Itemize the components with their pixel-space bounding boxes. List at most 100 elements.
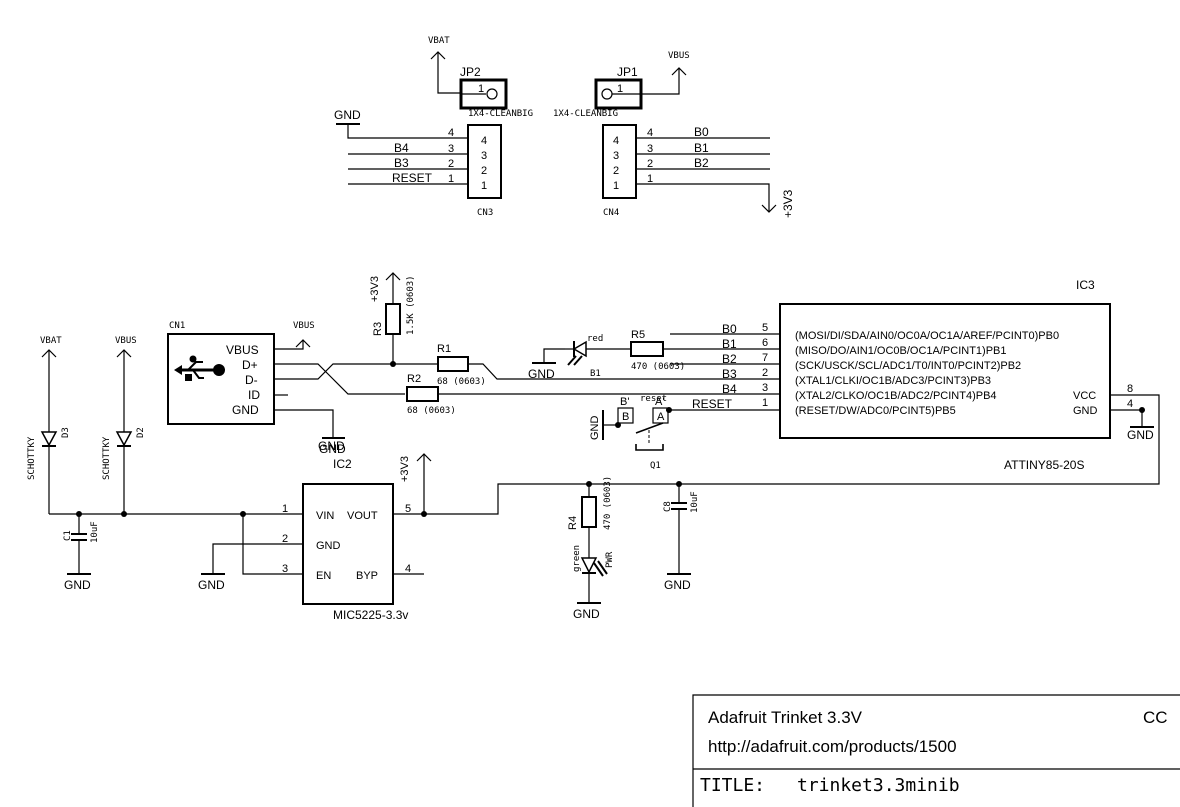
ic2-pin-name: GND xyxy=(316,540,341,552)
cn4-pin-num: 2 xyxy=(647,158,653,170)
resistor-r1[interactable]: R1 68 (0603) xyxy=(437,343,486,387)
cn1-pin-dplus: D+ xyxy=(242,358,258,372)
net-label-b0: B0 xyxy=(694,125,709,139)
cn4-pin-name: 2 xyxy=(613,165,619,177)
cn3-pin-num: 1 xyxy=(448,173,454,185)
pad-icon xyxy=(486,88,498,100)
net-label-b3: B3 xyxy=(394,156,409,170)
ic2-top-label: GND xyxy=(318,439,345,453)
title-block-title-value: trinket3.3minib xyxy=(797,775,960,796)
net-label-reset: RESET xyxy=(392,171,433,185)
r1-value: 68 (0603) xyxy=(437,377,486,387)
ic3-pin-num: 7 xyxy=(762,352,768,364)
led-icon xyxy=(572,340,587,358)
ic2-pin-name: VIN xyxy=(316,510,334,522)
c1-value: 10uF xyxy=(90,521,100,543)
cn3-pin-name: 1 xyxy=(481,180,487,192)
vbus-arrow-icon xyxy=(671,67,687,76)
r2-value: 68 (0603) xyxy=(407,406,456,416)
ic2-pin-num: 1 xyxy=(282,503,288,515)
ic3-pin-name: (MISO/DO/AIN1/OC0B/OC1A/PCINT1)PB1 xyxy=(795,345,1007,357)
net-label-vbat: VBAT xyxy=(428,36,450,46)
cn4-pin-num: 1 xyxy=(647,173,653,185)
net-label-vbus: VBUS xyxy=(115,336,137,346)
net-label-b1: B1 xyxy=(722,337,737,351)
led-b1-color: red xyxy=(587,334,603,344)
power-led-circuit[interactable]: GND R4 470 (0603) green PWR xyxy=(567,476,615,621)
resistor-r2[interactable]: R2 68 (0603) xyxy=(406,373,456,416)
title-block: Adafruit Trinket 3.3V CC http://adafruit… xyxy=(692,694,1180,807)
cn3-pin-name: 3 xyxy=(481,150,487,162)
q1-ref: Q1 xyxy=(650,461,661,471)
cn4-pin-name: 4 xyxy=(613,135,619,147)
c1-ref: C1 xyxy=(63,530,73,541)
net-label-b1: B1 xyxy=(694,141,709,155)
ic2-pin-name: EN xyxy=(316,570,331,582)
d2-type: SCHOTTKY xyxy=(102,436,112,480)
r3-value: 1.5K (0603) xyxy=(406,275,416,335)
jp2-ref: JP2 xyxy=(460,65,481,79)
ic2-regulator[interactable]: GND GND IC2 1 2 3 VIN GND EN VOUT BYP 5 … xyxy=(198,439,432,622)
ic3-pin-name: (MOSI/DI/SDA/AIN0/OC0A/OC1A/AREF/PCINT0)… xyxy=(795,330,1059,342)
r5-value: 470 (0603) xyxy=(631,362,685,372)
jumper-jp2[interactable]: VBAT JP2 1 1X4-CLEANBIG xyxy=(428,36,533,119)
diode-icon xyxy=(40,431,58,447)
c8-ref: C8 xyxy=(663,501,673,512)
v33-arrow-icon xyxy=(761,204,777,213)
connector-cn4[interactable]: +3V3 B0 B1 B2 4 3 2 1 4 3 2 1 CN4 xyxy=(602,124,795,218)
net-label-gnd: GND xyxy=(1127,428,1154,442)
ic2-pin-num: 5 xyxy=(405,503,411,515)
ic3-pin-num: 4 xyxy=(1127,398,1133,410)
cn4-ref: CN4 xyxy=(603,208,619,218)
ic2-ref: IC2 xyxy=(333,457,352,471)
net-label-gnd: GND xyxy=(589,416,601,441)
r2-ref: R2 xyxy=(407,373,421,385)
cn4-pin-num: 4 xyxy=(647,127,653,139)
net-label-gnd: GND xyxy=(664,578,691,592)
diode-d2[interactable]: VBUS SCHOTTKY D2 xyxy=(102,336,146,514)
net-label-v33: +3V3 xyxy=(399,456,411,482)
connector-cn1-usb[interactable]: CN1 VBUS D+ D- ID GND VBUS GND xyxy=(167,321,346,456)
resistor-r3[interactable]: +3V3 R3 1.5K (0603) xyxy=(369,272,416,364)
cn3-ref: CN3 xyxy=(477,208,493,218)
ic2-pin-num: 2 xyxy=(282,533,288,545)
capacitor-c8[interactable]: GND C8 10uF xyxy=(663,481,700,592)
jumper-jp1[interactable]: VBUS JP1 1 1X4-CLEANBIG xyxy=(553,51,690,119)
ic2-pin-num: 4 xyxy=(405,563,411,575)
jp2-package: 1X4-CLEANBIG xyxy=(468,109,533,119)
net-label-gnd: GND xyxy=(64,578,91,592)
q1-b: B xyxy=(622,411,629,423)
led-b1-ref: B1 xyxy=(590,369,601,379)
ic3-pin-num: 2 xyxy=(762,367,768,379)
jp1-pin: 1 xyxy=(617,83,623,95)
diode-d3[interactable]: VBAT SCHOTTKY D3 xyxy=(27,336,71,514)
cn1-pin-dminus: D- xyxy=(245,373,258,387)
ic3-ref: IC3 xyxy=(1076,278,1095,292)
net-label-vbus: VBUS xyxy=(293,321,315,331)
cn3-pin-num: 2 xyxy=(448,158,454,170)
led-pwr-color: green xyxy=(572,545,582,572)
connector-cn3[interactable]: GND B4 B3 RESET 4 3 2 1 4 3 2 1 CN3 xyxy=(334,108,502,218)
r1-ref: R1 xyxy=(437,343,451,355)
jp2-pin: 1 xyxy=(478,83,484,95)
net-label-vbus: VBUS xyxy=(668,51,690,61)
net-label-b4: B4 xyxy=(722,382,737,396)
cn3-pin-num: 4 xyxy=(448,127,454,139)
led-b1-circuit[interactable]: GND red B1 R5 470 (0603) xyxy=(528,329,780,381)
ic3-pin-num: 1 xyxy=(762,397,768,409)
vbat-arrow-icon xyxy=(430,51,446,60)
led-pwr-ref: PWR xyxy=(605,551,615,568)
q1-a-prime: A' xyxy=(655,396,664,408)
reset-switch-q1[interactable]: GND B A B' A' reset Q1 xyxy=(589,394,780,471)
net-label-b0: B0 xyxy=(722,322,737,336)
ic2-part: MIC5225-3.3v xyxy=(333,608,408,622)
ic3-part: ATTINY85-20S xyxy=(1004,458,1084,472)
ic3-pin-name: (RESET/DW/ADC0/PCINT5)PB5 xyxy=(795,405,956,417)
d2-ref: D2 xyxy=(136,427,146,438)
ic3-attiny85[interactable]: IC3 B0 B1 B2 B3 B4 RESET 5 6 7 2 3 1 (MO… xyxy=(424,278,1160,515)
capacitor-c1[interactable]: GND C1 10uF xyxy=(49,511,303,592)
usb-icon xyxy=(174,355,225,381)
r5-ref: R5 xyxy=(631,329,645,341)
c8-value: 10uF xyxy=(690,491,700,513)
